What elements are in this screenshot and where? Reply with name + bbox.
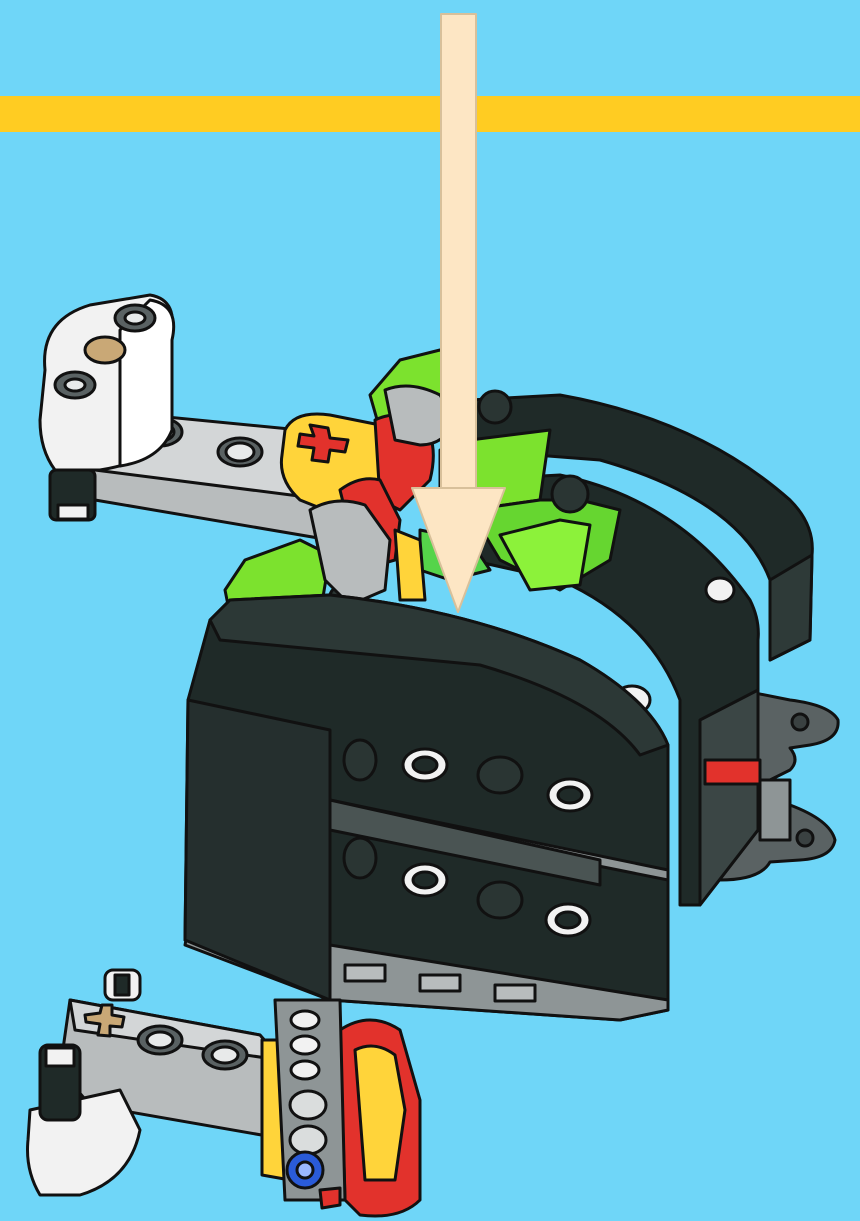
- page-rule: [0, 96, 860, 132]
- bottom-vertical-beam-assembly: [262, 1000, 420, 1216]
